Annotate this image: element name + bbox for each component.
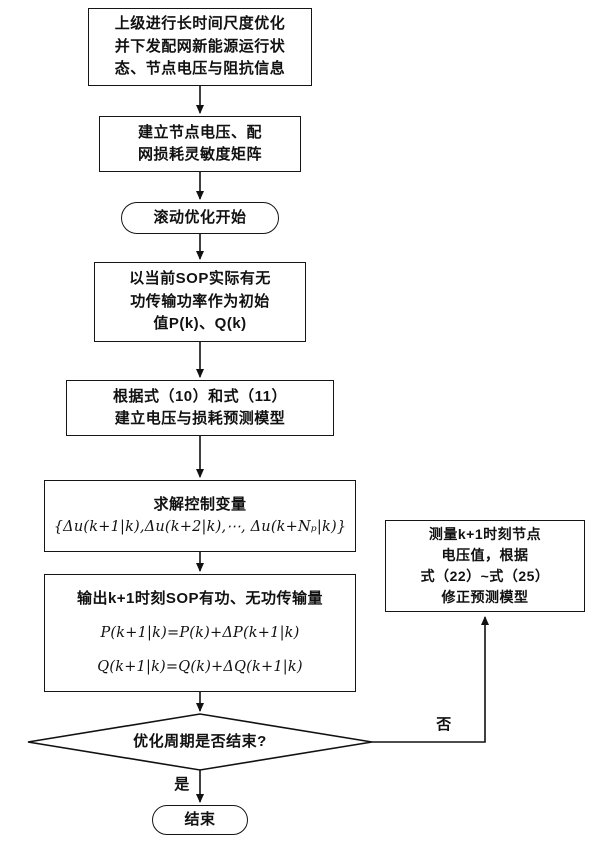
process-build-sensitivity-matrix: 建立节点电压、配 网损耗灵敏度矩阵: [99, 116, 301, 172]
text-line: 值P(k)、Q(k): [153, 315, 247, 333]
process-solve-control-variables: 求解控制变量 {Δu(k+1|k),Δu(k+2|k),⋯, Δu(k+Nₚ|k…: [44, 480, 356, 552]
text-line: 输出k+1时刻SOP有功、无功传输量: [76, 589, 324, 607]
text-line: 以当前SOP实际有无: [129, 270, 271, 288]
branch-label-yes: 是: [168, 774, 196, 796]
text-line: 并下发配网新能源运行状: [114, 37, 286, 55]
text-line: 功传输功率作为初始: [130, 292, 270, 310]
branch-label-no: 否: [430, 714, 458, 736]
text-line: 滚动优化开始: [153, 208, 247, 226]
process-upper-level-dispatch: 上级进行长时间尺度优化 并下发配网新能源运行状 态、节点电压与阻抗信息: [88, 8, 312, 86]
text-line: 电压值，根据: [441, 547, 529, 563]
process-build-prediction-model: 根据式（10）和式（11） 建立电压与损耗预测模型: [66, 380, 334, 436]
terminal-rolling-optimization-start: 滚动优化开始: [121, 202, 279, 234]
text-line: 否: [436, 715, 452, 733]
text-line: 求解控制变量: [153, 496, 247, 514]
decision-optimization-period-end: 优化周期是否结束?: [28, 727, 372, 757]
text-line: 优化周期是否结束?: [133, 732, 267, 750]
formula-line: P(k+1|k)=P(k)+ΔP(k+1|k): [100, 625, 300, 642]
text-line: 建立电压与损耗预测模型: [114, 410, 286, 427]
text-line: 建立节点电压、配: [137, 123, 262, 141]
process-initial-sop-values: 以当前SOP实际有无 功传输功率作为初始 值P(k)、Q(k): [94, 262, 306, 342]
text-line: 态、节点电压与阻抗信息: [114, 60, 286, 78]
process-measure-and-correct-model: 测量k+1时刻节点 电压值，根据 式（22）~式（25） 修正预测模型: [385, 520, 585, 612]
text-line: 上级进行长时间尺度优化: [114, 15, 286, 33]
text-line: 式（22）~式（25）: [420, 568, 550, 584]
text-line: 网损耗灵敏度矩阵: [137, 146, 262, 163]
formula-line: {Δu(k+1|k),Δu(k+2|k),⋯, Δu(k+Nₚ|k)}: [53, 518, 347, 535]
text-line: 是: [174, 775, 190, 793]
formula-line: Q(k+1|k)=Q(k)+ΔQ(k+1|k): [97, 659, 303, 676]
flow-arrows: [196, 86, 489, 803]
decision-diamond-shape: [27, 713, 373, 771]
text-line: 修正预测模型: [441, 589, 529, 605]
terminal-end: 结束: [152, 805, 248, 835]
text-line: 根据式（10）和式（11）: [112, 387, 288, 405]
text-line: 测量k+1时刻节点: [428, 526, 542, 542]
text-line: 结束: [184, 810, 216, 828]
process-output-sop-transfer: 输出k+1时刻SOP有功、无功传输量 P(k+1|k)=P(k)+ΔP(k+1|…: [44, 574, 356, 692]
